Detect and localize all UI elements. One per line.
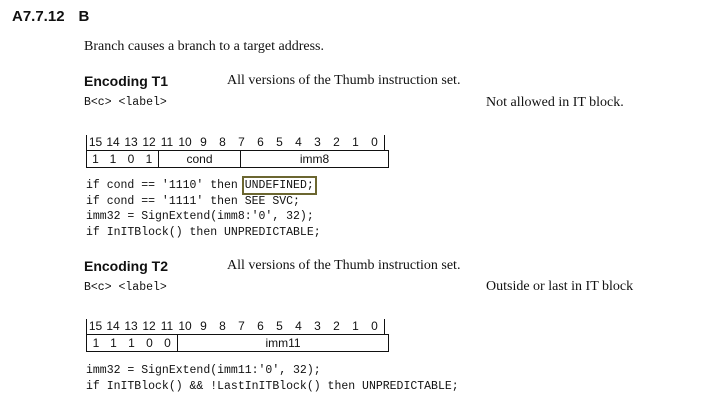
- encoding-t2-syntax: B<c> <label>: [84, 281, 167, 294]
- bit-number: 3: [314, 319, 321, 333]
- code-line: imm32 = SignExtend(imm8:'0', 32);: [86, 210, 314, 223]
- highlighted-undefined: UNDEFINED;: [241, 176, 317, 195]
- bit-number: 13: [124, 319, 138, 333]
- bit-number: 2: [333, 319, 340, 333]
- instruction-name: B: [78, 8, 90, 25]
- fixed-bit: 0: [146, 336, 153, 350]
- bit-number: 14: [106, 135, 120, 149]
- cond-field: cond: [159, 151, 241, 167]
- imm8-field: imm8: [299, 152, 330, 166]
- fixed-bit: 0: [127, 152, 135, 166]
- bit-number: 11: [160, 319, 174, 333]
- encoding-t1-title: Encoding T1: [84, 73, 168, 89]
- encoding-t2-title: Encoding T2: [84, 258, 168, 274]
- bit-number: 6: [257, 135, 264, 149]
- section-number: A7.7.12: [12, 8, 65, 25]
- code-line: if InITBlock() then UNPREDICTABLE;: [86, 225, 321, 239]
- bit-number: 14: [106, 319, 120, 333]
- fixed-bit: 1: [92, 336, 100, 350]
- bit-number: 11: [160, 135, 174, 149]
- bit-number: 7: [238, 135, 245, 149]
- bit-number: 15: [88, 319, 103, 333]
- imm11-field: imm11: [265, 336, 301, 350]
- bit-number-row: 15 14 13 12 11 10 9 8 7 6 5 4 3 2 1 0: [86, 135, 389, 150]
- bit-number: 7: [238, 319, 245, 333]
- bit-number: 4: [295, 135, 302, 149]
- code-line: if InITBlock() && !LastInITBlock() then …: [86, 379, 459, 393]
- bit-number: 4: [295, 319, 302, 333]
- bit-number: 8: [219, 319, 226, 333]
- intro-text: Branch causes a branch to a target addre…: [84, 39, 324, 54]
- fixed-bit: 0: [164, 336, 171, 350]
- bit-number: 10: [178, 135, 192, 149]
- bit-number: 5: [276, 319, 283, 333]
- encoding-t1-note: Not allowed in IT block.: [486, 95, 624, 110]
- section-heading: A7.7.12 B: [12, 8, 89, 25]
- encoding-t1-pseudocode: if cond == '1110' then UNDEFINED; if con…: [86, 176, 321, 240]
- bit-number: 1: [352, 319, 359, 333]
- bit-number: 1: [352, 135, 359, 149]
- bit-number: 6: [257, 319, 264, 333]
- bit-number: 0: [365, 135, 385, 150]
- bit-number: 9: [200, 319, 207, 333]
- fixed-bit: 1: [109, 152, 117, 166]
- bit-number: 9: [200, 135, 207, 149]
- code-line: if cond == '1111' then SEE SVC;: [86, 194, 300, 208]
- encoding-t1-description: All versions of the Thumb instruction se…: [227, 73, 461, 88]
- bit-number: 3: [314, 135, 321, 149]
- bit-number: 12: [142, 319, 156, 333]
- fixed-bit: 1: [110, 336, 117, 350]
- code-line: if cond == '1110' then UNDEFINED;: [86, 176, 321, 195]
- bit-number-row: 15 14 13 12 11 10 9 8 7 6 5 4 3 2 1 0: [86, 319, 389, 334]
- bit-number: 0: [365, 319, 385, 334]
- bit-number: 2: [333, 135, 340, 149]
- bit-number: 15: [88, 135, 103, 149]
- code-line: imm32 = SignExtend(imm11:'0', 32);: [86, 364, 321, 377]
- code-text: if cond == '1110' then: [86, 179, 245, 192]
- encoding-t2-note: Outside or last in IT block: [486, 279, 634, 294]
- bit-number: 8: [219, 135, 226, 149]
- fixed-bit: 1: [92, 152, 99, 166]
- bit-number: 13: [124, 135, 138, 149]
- encoding-t1-syntax: B<c> <label>: [84, 96, 167, 109]
- encoding-t2-pseudocode: imm32 = SignExtend(imm11:'0', 32); if In…: [86, 363, 459, 394]
- fixed-bit: 1: [145, 152, 153, 166]
- bit-number: 10: [178, 319, 192, 333]
- encoding-t2-description: All versions of the Thumb instruction se…: [227, 258, 461, 273]
- bit-number: 12: [142, 135, 156, 149]
- bit-number: 5: [276, 135, 283, 149]
- fixed-bit: 1: [128, 336, 135, 350]
